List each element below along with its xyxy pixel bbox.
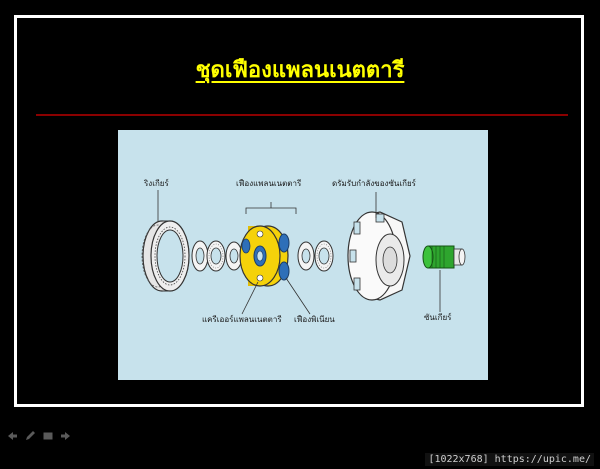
title-divider [36, 114, 568, 116]
slide-menu-icon[interactable] [42, 430, 54, 442]
forward-arrow-icon[interactable] [60, 430, 72, 442]
diagram-panel: ริงเกียร์ เฟืองแพลนเนตตารี ดรัมรับกำลังข… [118, 130, 488, 380]
planetary-gear-diagram [141, 190, 466, 315]
thrust-bearing-right [314, 240, 334, 272]
planet-carrier-label: แครีเออร์แพลนเนตตารี [202, 315, 282, 324]
leader-lines [157, 190, 441, 315]
planet-carrier-part [239, 225, 289, 287]
thrust-bearing-left [206, 240, 226, 272]
thrust-washer-left [191, 240, 209, 272]
planetary-gear-set-label: เฟืองแพลนเนตตารี [236, 179, 302, 188]
slide-nav-controls [6, 430, 72, 444]
sun-gear-drive-shell-label: ดรัมรับกำลังของซันเกียร์ [332, 179, 416, 188]
sun-gear-drive-shell-part [347, 211, 411, 301]
pen-icon[interactable] [24, 430, 36, 442]
ring-gear-part [141, 220, 190, 292]
pinion-gear-label: เฟืองพิเนียน [294, 315, 335, 324]
pinion-gear-part [241, 233, 290, 281]
image-host-watermark: [1022x768] https://upic.me/ [425, 453, 594, 466]
thrust-washer-mid [225, 241, 243, 271]
thrust-washer-right-1 [297, 241, 315, 271]
ring-gear-label: ริงเกียร์ [144, 179, 169, 188]
sun-gear-part [422, 245, 466, 269]
back-arrow-icon[interactable] [6, 430, 18, 442]
sun-gear-label: ซันเกียร์ [424, 313, 452, 322]
slide-title: ชุดเฟืองแพลนเนตตารี [195, 57, 405, 83]
